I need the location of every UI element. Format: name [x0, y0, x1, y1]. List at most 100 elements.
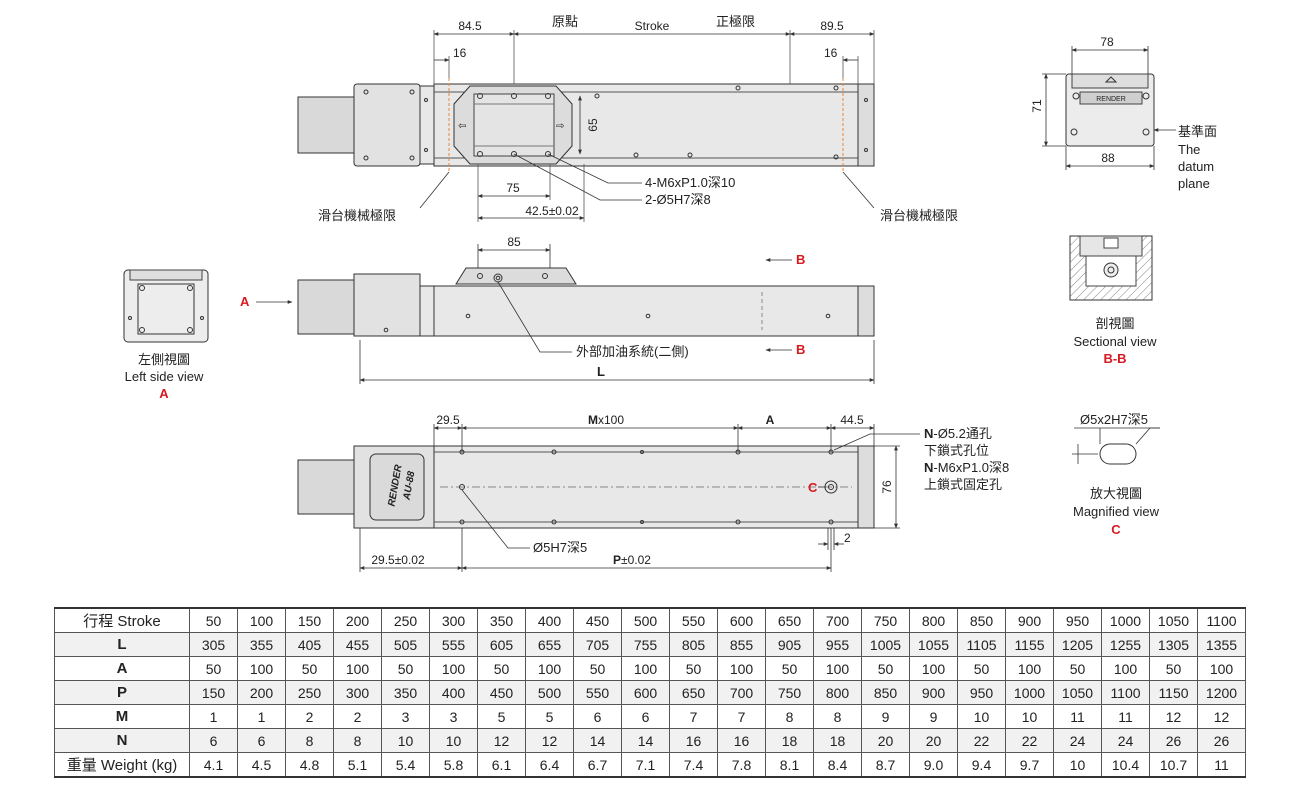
table-cell: 5.1	[333, 752, 382, 778]
dim-75: 75	[506, 181, 520, 195]
row-header: M	[54, 704, 190, 729]
table-cell: 550	[669, 607, 718, 633]
table-cell: 1305	[1149, 632, 1198, 657]
table-cell: 455	[333, 632, 382, 657]
table-cell: 22	[1005, 728, 1054, 753]
table-cell: 11	[1101, 704, 1150, 729]
table-cell: 4.5	[237, 752, 286, 778]
table-cell: 22	[957, 728, 1006, 753]
table-cell: 700	[813, 607, 862, 633]
table-cell: 300	[429, 607, 478, 633]
table-cell: 16	[669, 728, 718, 753]
table-cell: 50	[957, 656, 1006, 681]
callout-oil-system: 外部加油系統(二側)	[576, 344, 689, 359]
table-cell: 2	[285, 704, 334, 729]
table-cell: 5	[477, 704, 526, 729]
table-cell: 450	[573, 607, 622, 633]
magnified-title-cn: 放大視圖	[1090, 486, 1142, 501]
dim-16-right: 16	[824, 46, 838, 60]
table-cell: 500	[525, 680, 574, 705]
table-cell: 750	[765, 680, 814, 705]
left-view-title-cn: 左側視圖	[138, 352, 190, 367]
table-cell: 18	[813, 728, 862, 753]
table-cell: 100	[237, 656, 286, 681]
table-cell: 6	[237, 728, 286, 753]
table-cell: 11	[1197, 752, 1246, 778]
table-cell: 12	[477, 728, 526, 753]
table-cell: 2	[333, 704, 382, 729]
table-cell: 14	[573, 728, 622, 753]
table-cell: 11	[1053, 704, 1102, 729]
callout-pin-bottom: Ø5H7深5	[533, 540, 587, 555]
table-cell: 6	[189, 728, 238, 753]
table-cell: 850	[957, 607, 1006, 633]
note-thread: N-M6xP1.0深8	[924, 460, 1009, 475]
carriage-side	[455, 267, 577, 285]
table-cell: 950	[1053, 607, 1102, 633]
table-cell: 6	[573, 704, 622, 729]
table-cell: 8.7	[861, 752, 910, 778]
table-cell: 505	[381, 632, 430, 657]
table-cell: 4.8	[285, 752, 334, 778]
row-header: L	[54, 632, 190, 657]
table-cell: 1205	[1053, 632, 1102, 657]
label-stroke: Stroke	[635, 19, 670, 33]
table-cell: 50	[189, 607, 238, 633]
dim-l: L	[597, 364, 605, 379]
table-cell: 14	[621, 728, 670, 753]
table-cell: 1000	[1005, 680, 1054, 705]
table-cell: 1100	[1197, 607, 1246, 633]
table-cell: 1050	[1053, 680, 1102, 705]
table-cell: 100	[1005, 656, 1054, 681]
brand-plate: RENDER	[1096, 96, 1126, 103]
table-cell: 800	[909, 607, 958, 633]
row-header: N	[54, 728, 190, 753]
table-cell: 12	[1197, 704, 1246, 729]
table-cell: 1050	[1149, 607, 1198, 633]
table-cell: 26	[1149, 728, 1198, 753]
table-cell: 9	[861, 704, 910, 729]
table-cell: 100	[429, 656, 478, 681]
table-cell: 5	[525, 704, 574, 729]
table-cell: 755	[621, 632, 670, 657]
note-lower-lock: 下鎖式孔位	[924, 443, 989, 458]
table-cell: 655	[525, 632, 574, 657]
table-cell: 650	[765, 607, 814, 633]
table-cell: 5.8	[429, 752, 478, 778]
table-cell: 650	[669, 680, 718, 705]
table-cell: 855	[717, 632, 766, 657]
table-cell: 100	[1197, 656, 1246, 681]
table-cell: 20	[909, 728, 958, 753]
sectional-view: 剖視圖 Sectional view B-B	[1069, 235, 1157, 366]
table-cell: 1155	[1005, 632, 1054, 657]
table-cell: 7.4	[669, 752, 718, 778]
table-cell: 305	[189, 632, 238, 657]
table-cell: 9.7	[1005, 752, 1054, 778]
table-cell: 500	[621, 607, 670, 633]
table-cell: 905	[765, 632, 814, 657]
table-cell: 250	[285, 680, 334, 705]
datum-label-en-3: plane	[1178, 176, 1210, 191]
dim-m-pitch: Mx100	[588, 413, 624, 427]
dim-76: 76	[880, 480, 894, 494]
table-cell: 8.1	[765, 752, 814, 778]
table-cell: 24	[1101, 728, 1150, 753]
datum-label-en-2: datum	[1178, 159, 1214, 174]
table-cell: 8	[333, 728, 382, 753]
table-cell: 9.0	[909, 752, 958, 778]
table-cell: 800	[813, 680, 862, 705]
table-cell: 10.4	[1101, 752, 1150, 778]
table-cell: 955	[813, 632, 862, 657]
table-cell: 450	[477, 680, 526, 705]
table-cell: 1255	[1101, 632, 1150, 657]
row-header: 行程 Stroke	[54, 607, 190, 633]
table-cell: 1055	[909, 632, 958, 657]
table-cell: 1	[189, 704, 238, 729]
table-cell: 12	[1149, 704, 1198, 729]
table-cell: 150	[285, 607, 334, 633]
table-cell: 605	[477, 632, 526, 657]
